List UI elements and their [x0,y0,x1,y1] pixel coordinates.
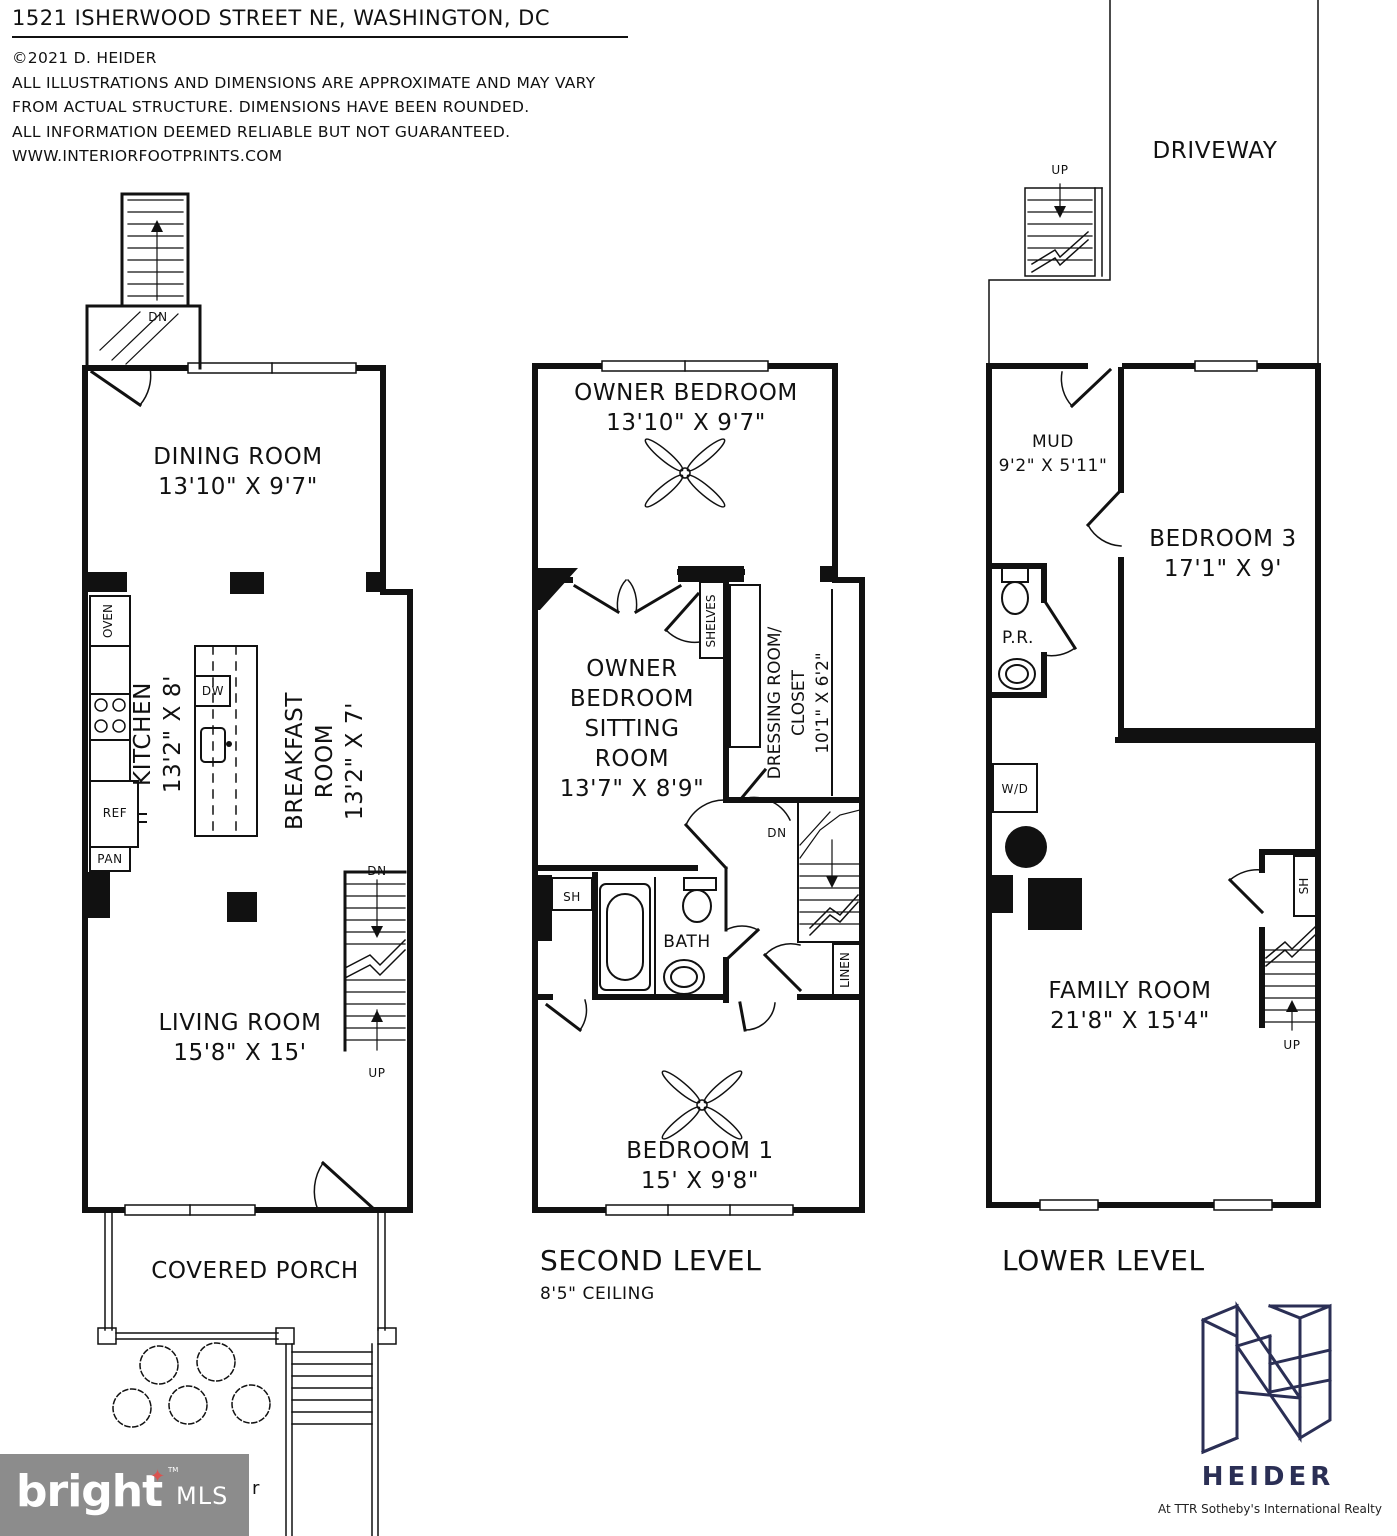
ceiling-fan-bedroom1 [661,1070,743,1140]
bright-star-icon: ✦ [150,1466,166,1487]
driveway-label: DRIVEWAY [1152,138,1278,164]
second-sh-label: SH [563,890,581,904]
bath-fixtures [551,877,717,998]
main-level-walls [82,365,413,1213]
shelves-label: SHELVES [704,594,718,648]
top-stair-dn-label: DN [148,310,168,324]
lower-stair-up-label: UP [1283,1038,1301,1052]
main-stair-dn-label: DN [367,864,387,878]
main-stair-up-label: UP [368,1066,386,1080]
owner-bedroom-label: OWNER BEDROOM 13'10" X 9'7" [574,380,798,436]
washer-dryer-label: W/D [1001,782,1029,796]
bedroom-3-label: BEDROOM 3 17'1" X 9' [1149,526,1297,582]
mls-wordmark: MLS [176,1482,229,1510]
lower-level-walls [986,363,1321,1208]
main-interior-stairs [343,870,407,1052]
kitchen-label: KITCHEN 13'2" X 8' [130,674,186,794]
main-level-windows [124,362,357,1216]
second-level-title: SECOND LEVEL [540,1244,762,1277]
driveway-lines [988,0,1319,367]
disclaimer-line-2: FROM ACTUAL STRUCTURE. DIMENSIONS HAVE B… [12,98,530,116]
dishwasher-label: DW [201,684,225,698]
bright-mls-watermark: bright ✦ MLS TM [0,1454,249,1536]
lower-level-windows [1039,360,1273,1211]
linen-label: LINEN [838,952,852,988]
exterior-stair-up-label: UP [1051,163,1069,177]
kitchen-counters [89,595,258,872]
ref-label: REF [102,806,128,820]
bath-label: BATH [663,932,711,952]
header: 1521 ISHERWOOD STREET NE, WASHINGTON, DC… [12,6,652,169]
living-room-label: LIVING ROOM 15'8" X 15' [158,1010,322,1066]
heider-logo-mark [1200,1301,1332,1455]
bright-wordmark: bright [16,1466,163,1517]
shrubs [112,1342,271,1428]
pan-label: PAN [97,852,123,866]
family-room-label: FAMILY ROOM 21'8" X 15'4" [1048,978,1212,1034]
lower-level-title: LOWER LEVEL [1002,1244,1205,1277]
covered-porch-label: COVERED PORCH [151,1258,359,1284]
lower-sh-label: SH [1297,877,1311,895]
main-columns [85,572,384,922]
website-text: WWW.INTERIORFOOTPRINTS.COM [12,147,283,165]
second-level-windows [601,360,794,1216]
mud-room-label: MUD 9'2" X 5'11" [998,432,1108,476]
sitting-room-label: OWNER BEDROOM SITTING ROOM 13'7" X 8'9" [559,656,705,802]
second-level-ceiling: 8'5" CEILING [540,1284,655,1304]
heider-tagline: At TTR Sotheby's International Realty [1158,1502,1382,1516]
address-title: 1521 ISHERWOOD STREET NE, WASHINGTON, DC [12,6,628,38]
heider-wordmark: HEIDER [1201,1462,1335,1492]
main-top-stairs [85,192,202,370]
second-stair-dn-label: DN [767,826,787,840]
disclaimer-line-3: ALL INFORMATION DEEMED RELIABLE BUT NOT … [12,122,511,141]
disclaimer-line-1: ALL ILLUSTRATIONS AND DIMENSIONS ARE APP… [12,73,596,92]
powder-room-fixtures [998,567,1036,690]
oven-label: OVEN [101,604,115,639]
copyright-text: ©2021 D. HEIDER [12,49,157,67]
powder-room-label: P.R. [1001,628,1035,648]
covered-porch-outline [97,1211,397,1536]
dressing-room-label: DRESSING ROOM/ CLOSET 10'1" X 6'2" [765,626,833,780]
dining-room-label: DINING ROOM 13'10" X 9'7" [153,444,323,500]
mls-tm-mark: TM [168,1466,179,1474]
trailing-mark: r [252,1478,260,1499]
breakfast-room-label: BREAKFAST ROOM 13'2" X 7' [282,692,368,831]
bedroom-1-label: BEDROOM 1 15' X 9'8" [626,1138,774,1194]
ceiling-fan-owner [644,438,726,508]
